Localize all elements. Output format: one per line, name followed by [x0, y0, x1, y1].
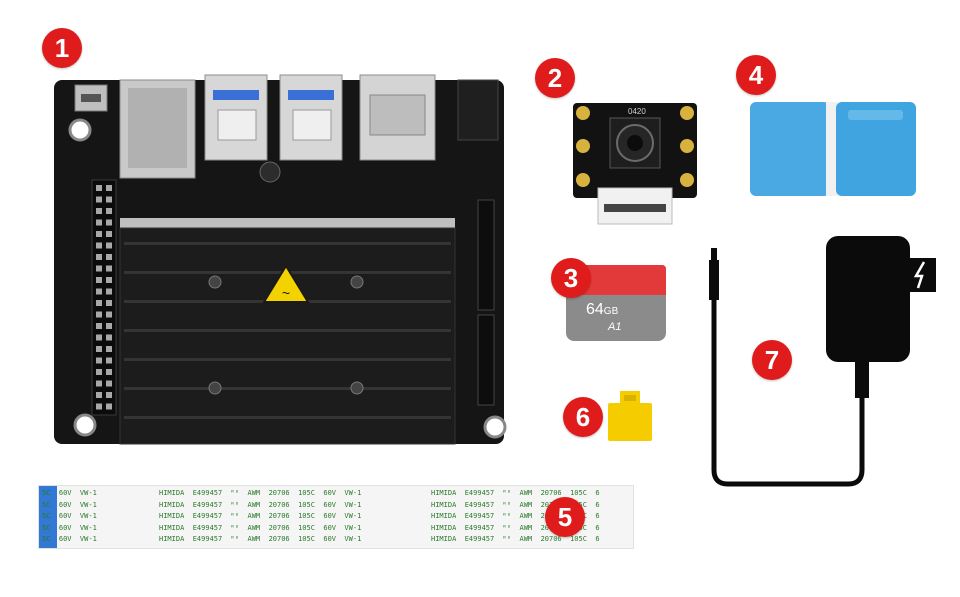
camera-label: 0420: [628, 107, 646, 116]
ribbon-cable-print: 5C 60V VW-1: [42, 500, 97, 509]
gpio-pin: [96, 219, 102, 226]
ribbon-cable-row: 5C 60V VW-1 HIMIDA E499457 ᴿᵁ AWM 20706 1…: [39, 535, 633, 545]
callout-badge-1: 1: [42, 28, 82, 68]
svg-text:~: ~: [282, 285, 290, 301]
heatsink-fin: [124, 387, 451, 390]
power-adapter: [709, 236, 936, 487]
gpio-pin: [96, 277, 102, 283]
ribbon-cable-print: 5C 60V VW-1: [42, 523, 97, 532]
ribbon-cable-print: HIMIDA E499457 ᴿᵁ AWM 20706 105C 60V VW-…: [159, 512, 362, 520]
dev-board: ~: [54, 74, 507, 445]
gpio-pin: [96, 346, 102, 352]
gpio-pin: [106, 357, 112, 364]
gpio-pin: [106, 323, 112, 329]
gpio-pin: [96, 300, 102, 306]
gpio-pin: [96, 323, 102, 329]
gpio-pin: [96, 403, 102, 410]
ribbon-cable-print: HIMIDA E499457 ᴿᵁ AWM 20706 105C 60V VW-…: [159, 523, 362, 532]
gpio-pin: [96, 242, 102, 249]
jumper-cap: [608, 391, 652, 441]
gpio-pin: [106, 231, 112, 237]
heatsink-fin: [124, 358, 451, 361]
gpio-pin: [106, 403, 112, 410]
gpio-pin: [96, 334, 102, 341]
gpio-pin: [106, 380, 112, 387]
gpio-pin: [96, 392, 102, 398]
gpio-pin: [96, 231, 102, 237]
gpio-pin: [106, 311, 112, 318]
gpio-pin: [96, 369, 102, 375]
ribbon-cable-print: HIMIDA E499457 ᴿᵁ AWM 20706 105C 60V VW-…: [159, 535, 362, 543]
callout-badge-3: 3: [551, 258, 591, 298]
ribbon-cable-print: HIMIDA E499457 ᴿᵁ AWM 20706 105C 6: [431, 535, 600, 543]
gpio-pin: [106, 334, 112, 341]
gpio-pin: [96, 380, 102, 387]
callout-badge-4: 4: [736, 55, 776, 95]
ribbon-cable-print: HIMIDA E499457 ᴿᵁ AWM 20706 105C 60V VW-…: [159, 489, 362, 497]
callout-badge-7: 7: [752, 340, 792, 380]
card-reader: [750, 102, 916, 196]
gpio-pin: [96, 265, 102, 272]
heatsink-fin: [124, 242, 451, 245]
ribbon-cable-print: HIMIDA E499457 ᴿᵁ AWM 20706 105C 6: [431, 489, 600, 497]
gpio-pin: [96, 288, 102, 295]
ribbon-cable-row: 5C 60V VW-1 HIMIDA E499457 ᴿᵁ AWM 20706 1…: [39, 512, 633, 522]
gpio-pin: [96, 208, 102, 214]
gpio-pin: [106, 196, 112, 203]
gpio-pin: [106, 208, 112, 214]
gpio-pin: [96, 311, 102, 318]
callout-badge-6: 6: [563, 397, 603, 437]
gpio-pin: [96, 185, 102, 191]
gpio-pin: [106, 288, 112, 295]
ribbon-cable-blue-end: [39, 486, 57, 548]
gpio-pin: [106, 254, 112, 260]
gpio-pin: [106, 369, 112, 375]
ribbon-cable-row: 5C 60V VW-1 HIMIDA E499457 ᴿᵁ AWM 20706 1…: [39, 524, 633, 534]
gpio-pin: [106, 300, 112, 306]
heatsink-fin: [124, 416, 451, 419]
gpio-pin: [106, 277, 112, 283]
callout-badge-2: 2: [535, 58, 575, 98]
ribbon-cable-row: 5C 60V VW-1 HIMIDA E499457 ᴿᵁ AWM 20706 1…: [39, 489, 633, 499]
ribbon-cable-row: 5C 60V VW-1 HIMIDA E499457 ᴿᵁ AWM 20706 1…: [39, 501, 633, 511]
gpio-pin: [106, 392, 112, 398]
ribbon-cable-print: 5C 60V VW-1: [42, 535, 97, 543]
ribbon-cable-print: 5C 60V VW-1: [42, 489, 97, 497]
gpio-pin: [96, 196, 102, 203]
sd-card-class-mark: A1: [608, 321, 622, 333]
ribbon-cable-print: 5C 60V VW-1: [42, 512, 97, 520]
gpio-pin: [106, 265, 112, 272]
ribbon-cable-print: HIMIDA E499457 ᴿᵁ AWM 20706 105C 60V VW-…: [159, 500, 362, 509]
callout-badge-5: 5: [545, 497, 585, 537]
gpio-pin: [106, 185, 112, 191]
heatsink-fin: [124, 329, 451, 332]
sd-card-capacity: 64: [586, 301, 604, 318]
gpio-pin: [106, 219, 112, 226]
gpio-pin: [96, 357, 102, 364]
gpio-pin: [96, 254, 102, 260]
gpio-pin: [106, 242, 112, 249]
camera-module: 0420: [573, 103, 697, 225]
sd-card-unit: GB: [603, 306, 619, 317]
gpio-pin: [106, 346, 112, 352]
